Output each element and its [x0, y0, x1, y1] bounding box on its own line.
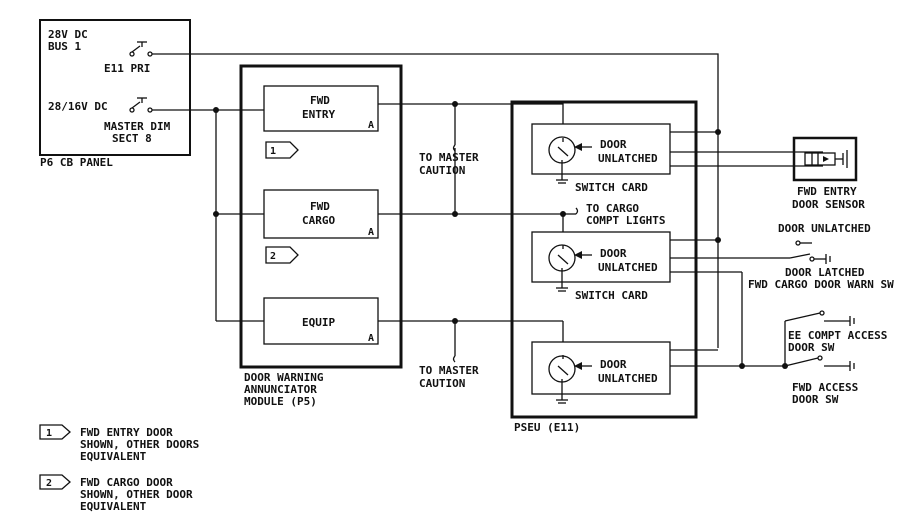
fwd-access-door-switch — [784, 355, 855, 371]
p6-cb-panel-box — [39, 19, 191, 156]
e11-pri-wire — [152, 53, 719, 348]
to-cargo-lights-line2: COMPT LIGHTS — [586, 214, 665, 227]
svg-text:2: 2 — [270, 251, 276, 262]
svg-text:DOOR: DOOR — [600, 247, 627, 260]
cargo-door-warn-switch — [770, 240, 831, 264]
svg-text:SHOWN, OTHER DOOR: SHOWN, OTHER DOOR — [80, 488, 193, 501]
p6-cb-panel-label: P6 CB PANEL — [40, 156, 113, 169]
svg-text:UNLATCHED: UNLATCHED — [598, 152, 658, 165]
fwd-cargo-line1: FWD — [310, 200, 330, 213]
fwd-entry-a: A — [368, 120, 374, 131]
door-latched-label: DOOR LATCHED — [785, 266, 865, 279]
svg-text:FWD ENTRY DOOR: FWD ENTRY DOOR — [80, 426, 173, 439]
svg-text:EQUIVALENT: EQUIVALENT — [80, 500, 147, 513]
annunciator-module-box — [239, 64, 403, 369]
flag-2: 2 — [265, 246, 299, 264]
equip-label: EQUIP — [302, 316, 335, 329]
switch-card-1: DOOR UNLATCHED — [531, 123, 671, 184]
to-master-caution-2-line2: CAUTION — [419, 377, 465, 390]
equip-a: A — [368, 333, 374, 344]
switch-card-2: DOOR UNLATCHED — [531, 231, 671, 292]
fwd-entry-light — [263, 85, 379, 132]
door-unlatched-label: DOOR UNLATCHED — [778, 222, 871, 235]
fwd-cargo-light — [263, 189, 379, 239]
entry-sensor-label-1: FWD ENTRY — [797, 185, 857, 198]
note-1: 1 FWD ENTRY DOOR SHOWN, OTHER DOORS EQUI… — [39, 424, 199, 463]
fwd-entry-door-sensor — [792, 136, 858, 182]
svg-text:2: 2 — [46, 478, 52, 489]
to-master-caution-1-line1: TO MASTER — [419, 151, 479, 164]
ee-compt-label-1: EE COMPT ACCESS — [788, 329, 887, 342]
to-cargo-lights-line1: TO CARGO — [586, 202, 639, 215]
pseu-box — [510, 100, 698, 419]
svg-text:1: 1 — [46, 428, 52, 439]
fwd-access-label-2: DOOR SW — [792, 393, 839, 406]
switch-card-1-label: SWITCH CARD — [575, 181, 648, 194]
to-master-caution-1-line2: CAUTION — [419, 164, 465, 177]
fwd-cargo-line2: CARGO — [302, 214, 335, 227]
fwd-entry-line2: ENTRY — [302, 108, 335, 121]
cargo-warn-sw-label: FWD CARGO DOOR WARN SW — [748, 278, 894, 291]
pseu-label: PSEU (E11) — [514, 421, 580, 434]
svg-text:UNLATCHED: UNLATCHED — [598, 372, 658, 385]
svg-text:EQUIVALENT: EQUIVALENT — [80, 450, 147, 463]
master-dim-label-2: SECT 8 — [112, 132, 152, 145]
e11-pri-breaker — [129, 41, 153, 57]
svg-text:SHOWN, OTHER DOORS: SHOWN, OTHER DOORS — [80, 438, 199, 451]
svg-text:DOOR: DOOR — [600, 358, 627, 371]
switch-card-2-label: SWITCH CARD — [575, 289, 648, 302]
switch-card-3: DOOR UNLATCHED — [531, 341, 671, 404]
module-label-3: MODULE (P5) — [244, 395, 317, 408]
entry-sensor-label-2: DOOR SENSOR — [792, 198, 865, 211]
fwd-access-label-1: FWD ACCESS — [792, 381, 858, 394]
fwd-entry-line1: FWD — [310, 94, 330, 107]
dim-bus-label: 28/16V DC — [48, 100, 108, 113]
ee-compt-access-switch — [784, 310, 855, 366]
module-label-2: ANNUNCIATOR — [244, 383, 317, 396]
fwd-cargo-a: A — [368, 227, 374, 238]
svg-text:FWD CARGO DOOR: FWD CARGO DOOR — [80, 476, 173, 489]
e11-pri-label: E11 PRI — [104, 62, 150, 75]
module-label-1: DOOR WARNING — [244, 371, 324, 384]
flag-1: 1 — [265, 141, 299, 159]
svg-text:UNLATCHED: UNLATCHED — [598, 261, 658, 274]
master-dim-label-1: MASTER DIM — [104, 120, 171, 133]
ee-compt-label-2: DOOR SW — [788, 341, 835, 354]
note-2: 2 FWD CARGO DOOR SHOWN, OTHER DOOR EQUIV… — [39, 474, 193, 513]
bus1-label-1: 28V DC — [48, 28, 88, 41]
equip-light — [263, 297, 379, 345]
svg-text:1: 1 — [270, 146, 276, 157]
bus1-label-2: BUS 1 — [48, 40, 81, 53]
svg-text:DOOR: DOOR — [600, 138, 627, 151]
to-master-caution-2-line1: TO MASTER — [419, 364, 479, 377]
